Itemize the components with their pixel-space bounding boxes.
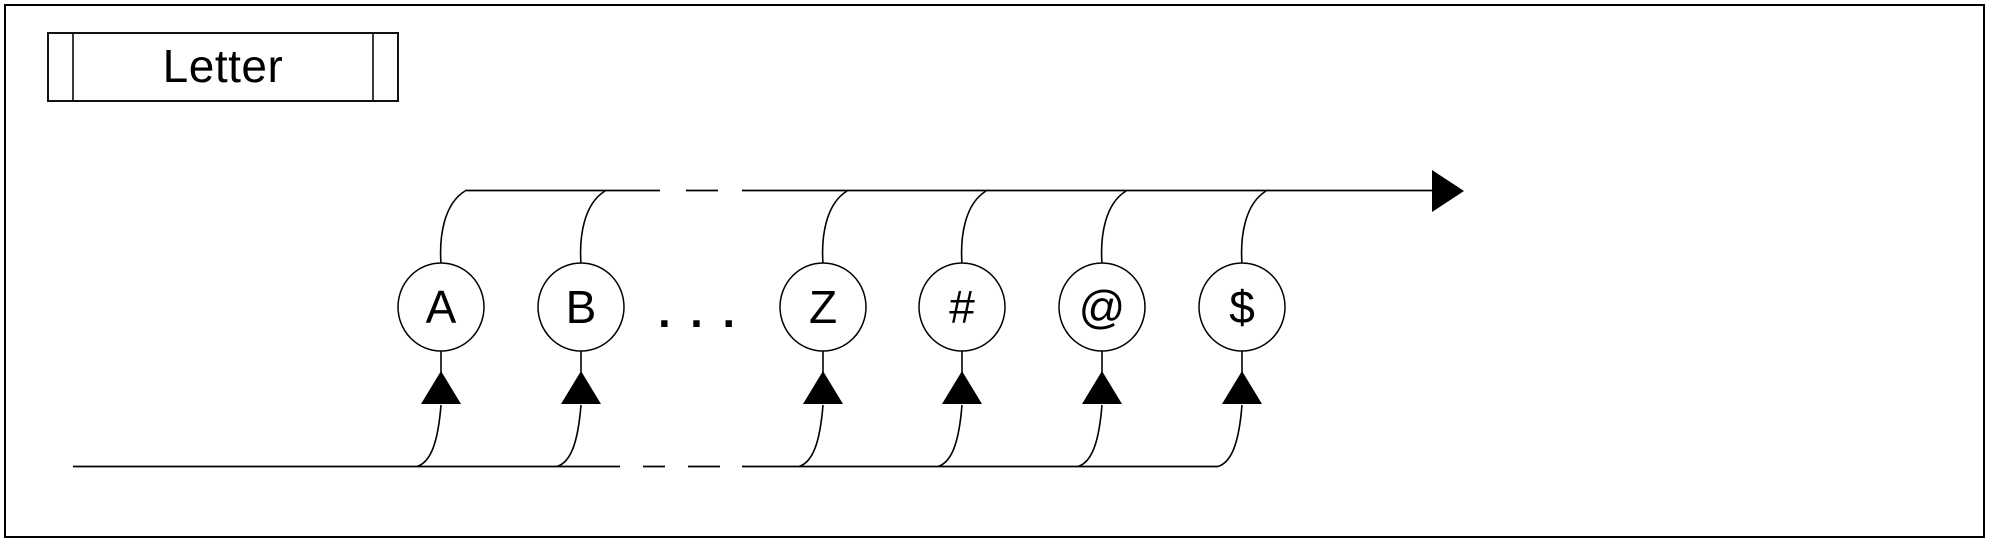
terminal-circle-# (918, 262, 1006, 352)
rule-title-box: Letter (47, 32, 399, 102)
title-box-right-divider (372, 34, 374, 100)
rule-title: Letter (162, 40, 284, 92)
up-arrowhead-B (561, 371, 601, 404)
up-arrowhead-$ (1222, 371, 1262, 404)
ellipsis-dots: . . . (657, 295, 738, 336)
terminal-circle-@ (1058, 262, 1146, 352)
exit-curve-Z (821, 190, 848, 265)
exit-curve-$ (1240, 190, 1267, 265)
entry-curve-B (556, 404, 582, 468)
diagram-border (4, 4, 1985, 538)
up-arrowhead-@ (1082, 371, 1122, 404)
title-box-left-divider (72, 34, 74, 100)
exit-curve-A (439, 190, 466, 265)
up-arrowhead-# (942, 371, 982, 404)
exit-curve-@ (1100, 190, 1127, 265)
terminal-symbol-Z: Z (809, 281, 837, 333)
exit-curve-B (579, 190, 606, 265)
entry-curve-# (937, 404, 963, 468)
up-arrowhead-Z (803, 371, 843, 404)
terminal-circle-B (537, 262, 625, 352)
terminal-symbol-#: # (949, 281, 975, 333)
terminal-symbol-$: $ (1229, 281, 1255, 333)
flow-arrowhead (1432, 170, 1464, 212)
terminal-symbol-A: A (426, 281, 457, 333)
terminal-circle-Z (779, 262, 867, 352)
entry-curve-A (416, 404, 442, 468)
terminal-circle-$ (1198, 262, 1286, 352)
terminal-circle-A (397, 262, 485, 352)
terminal-symbol-@: @ (1079, 281, 1126, 333)
entry-curve-$ (1217, 404, 1243, 468)
exit-curve-# (960, 190, 987, 265)
up-arrowhead-A (421, 371, 461, 404)
entry-curve-Z (798, 404, 824, 468)
entry-curve-@ (1077, 404, 1103, 468)
terminal-symbol-B: B (566, 281, 597, 333)
